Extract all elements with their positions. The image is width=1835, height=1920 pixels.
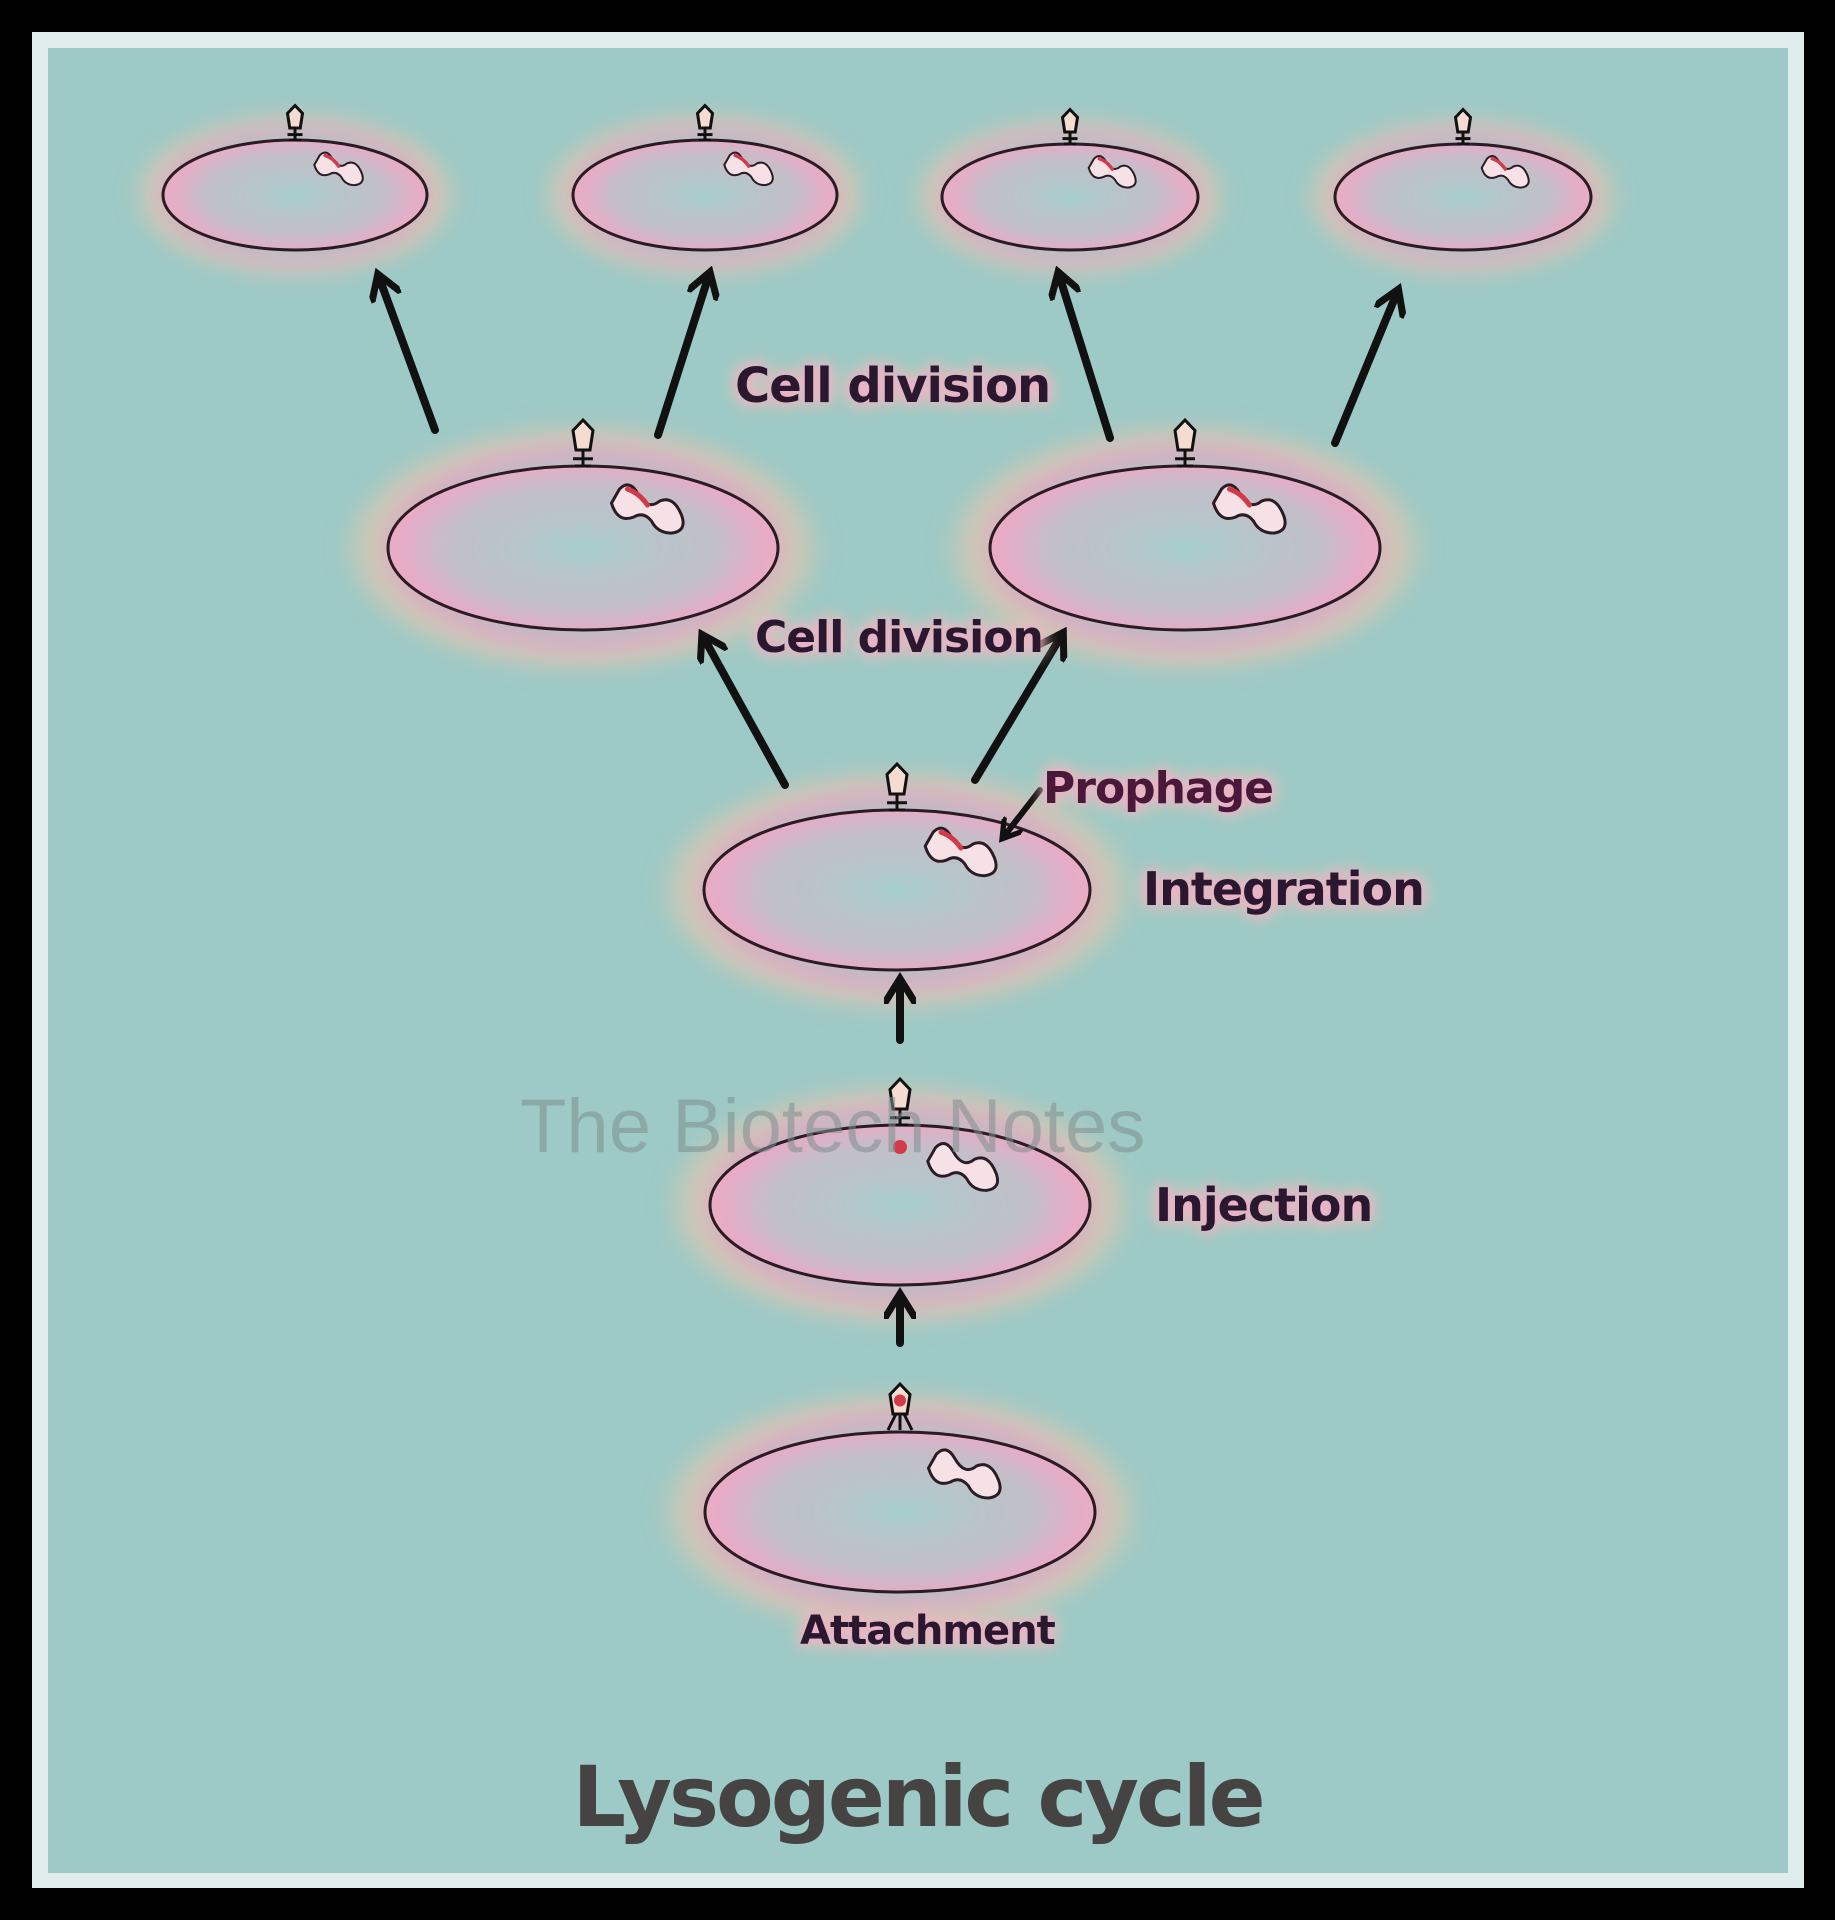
diagram-title: Lysogenic cycle — [572, 1748, 1265, 1846]
bacterial-cell-membrane — [988, 464, 1382, 632]
bacteriophage-icon — [695, 103, 715, 142]
bacteriophage-icon — [886, 1381, 914, 1431]
arrow-to-cell-division-2-d — [1331, 295, 1396, 447]
bacteriophage-icon — [885, 761, 909, 812]
attachment-label: Attachment — [800, 1608, 1056, 1654]
cell-division-2-b — [540, 103, 870, 281]
cell-division-2-c — [910, 107, 1230, 280]
arrow-to-cell-division-2-c — [1060, 278, 1114, 442]
bacterial-cell-membrane — [571, 138, 839, 252]
bacterial-dna-icon — [926, 1448, 1002, 1500]
prophage-dna-icon — [625, 486, 650, 508]
cell-division-2-d — [1303, 107, 1623, 280]
bacterial-cell-membrane — [703, 1430, 1097, 1594]
bacteriophage-icon — [1173, 417, 1197, 468]
arrow-to-cell-division-1-a — [705, 640, 789, 789]
prophage-dna-icon — [1227, 486, 1252, 508]
bacterial-cell-membrane — [1333, 142, 1593, 252]
cell-division-1-a — [339, 417, 827, 676]
bacterial-cell-membrane — [161, 138, 429, 252]
arrow-to-cell-division-2-a — [380, 280, 439, 434]
bacterial-cell-membrane — [702, 808, 1092, 972]
prophage-label: Prophage — [1043, 763, 1274, 814]
bacteriophage-icon — [888, 1076, 912, 1127]
bacteriophage-icon — [1060, 107, 1080, 146]
prophage-dna-icon — [323, 153, 341, 168]
cell-division-label-top: Cell division — [735, 358, 1051, 414]
bacteriophage-icon — [1453, 107, 1473, 146]
bacteriophage-icon — [571, 417, 595, 468]
cell-division-2-a — [130, 103, 460, 281]
watermark: The Biotech Notes — [520, 1084, 1146, 1169]
injected-dna-icon — [893, 1140, 907, 1154]
bacteriophage-icon — [285, 103, 305, 142]
cell-attachment — [656, 1381, 1144, 1636]
cell-division-1-b — [941, 417, 1429, 676]
integration-label: Integration — [1143, 862, 1425, 916]
bacterial-dna-icon — [926, 1142, 1000, 1192]
bacterial-cell-membrane — [940, 142, 1200, 252]
prophage-pointer-arrow — [1005, 787, 1043, 835]
prophage-dna-icon — [1097, 157, 1114, 171]
prophage-dna-icon — [938, 829, 964, 851]
prophage-dna-icon — [1490, 157, 1507, 171]
prophage-dna-icon — [733, 153, 751, 168]
injection-label: Injection — [1155, 1178, 1373, 1232]
cell-injection — [662, 1076, 1138, 1329]
arrow-to-cell-division-2-b — [654, 278, 708, 439]
arrow-to-cell-division-1-b — [971, 638, 1060, 784]
cell-division-label-middle: Cell division — [755, 612, 1044, 663]
bacterial-cell-membrane — [386, 464, 780, 632]
